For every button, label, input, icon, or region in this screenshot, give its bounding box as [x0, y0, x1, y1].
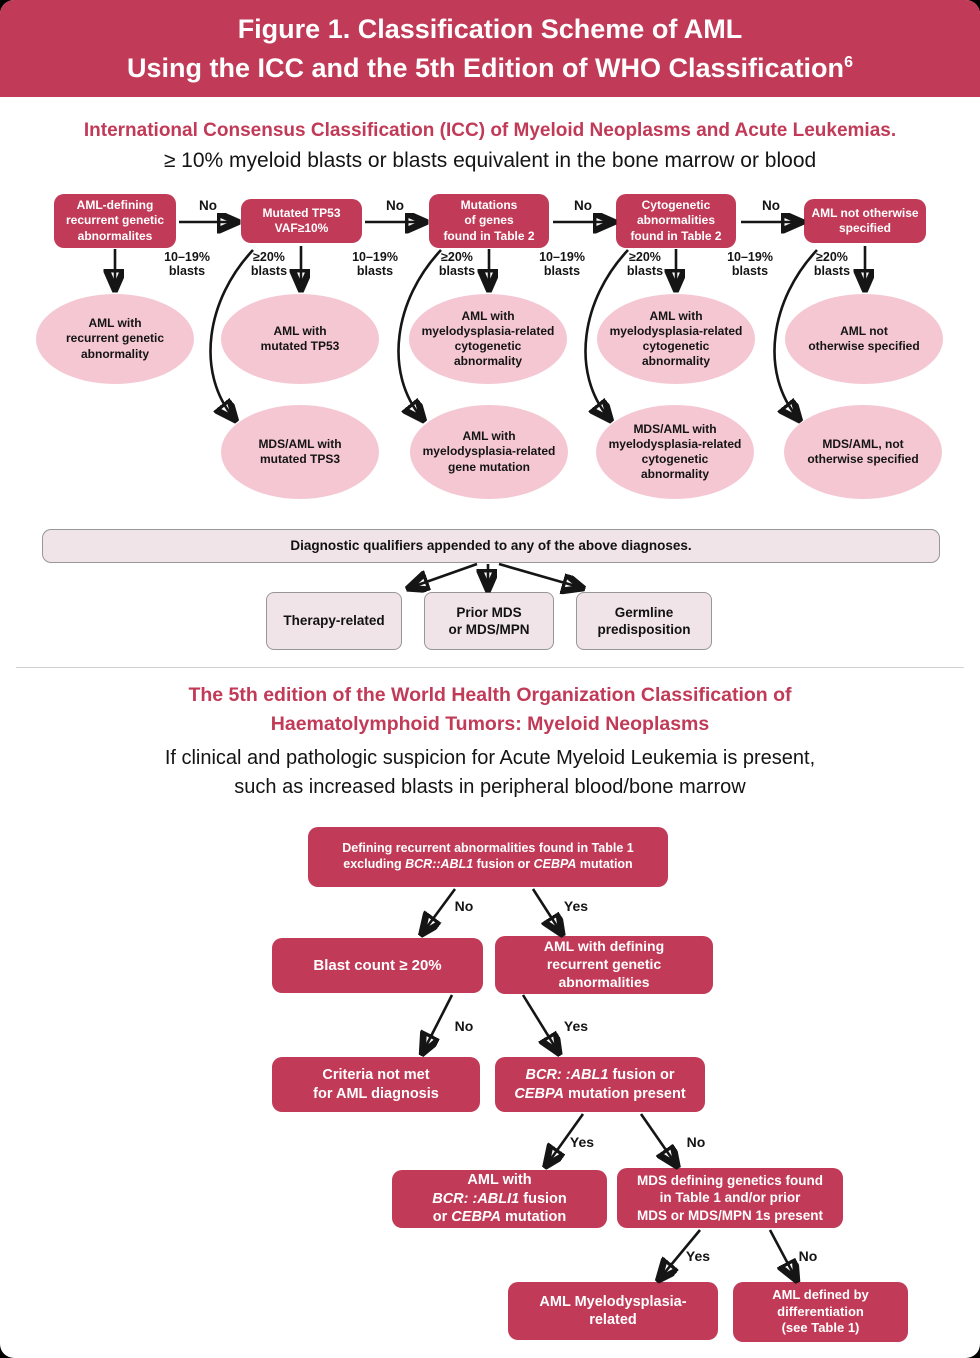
figure-title-line2: Using the ICC and the 5th Edition of WHO…: [127, 52, 853, 83]
icc-ellipse-mds-cytogenetic-1: AML with myelodysplasia-related cytogene…: [409, 294, 567, 384]
icc-section-subheading: ≥ 10% myeloid blasts or blasts equivalen…: [163, 149, 817, 172]
figure-title-line1: Figure 1. Classification Scheme of AML: [237, 14, 743, 45]
reference-superscript: 6: [844, 53, 853, 71]
who-yes-label-3: Yes: [569, 1134, 595, 1150]
who-section-heading: The 5th edition of the World Health Orga…: [188, 684, 792, 736]
gene-bcr-abl1: BCR: :ABL1: [525, 1067, 609, 1084]
who-node-criteria-not-met: Criteria not met for AML diagnosis: [272, 1057, 480, 1112]
icc-ellipse-mds-cytogenetic-2: AML with myelodysplasia-related cytogene…: [597, 294, 755, 384]
who-node-blast-count: Blast count ≥ 20%: [272, 938, 483, 993]
who-node-mds-genetics: MDS defining genetics found in Table 1 a…: [617, 1168, 843, 1228]
arrow-qualifier-right: [498, 562, 579, 587]
arrow-who-no-3: [639, 1113, 675, 1163]
icc-ellipse-mdsaml-cytogenetic: MDS/AML with myelodysplasia-related cyto…: [596, 405, 754, 499]
who-node-defining-text: Defining recurrent abnormalities found i…: [342, 841, 634, 871]
icc-blasts-low-label-2: 10–19% blasts: [352, 250, 398, 278]
icc-ellipse-mds-gene-mutation: AML with myelodysplasia-related gene mut…: [410, 405, 568, 499]
icc-no-label-3: No: [574, 198, 592, 213]
icc-box-aml-nos: AML not otherwise specified: [804, 199, 926, 243]
gene-cebpa: CEBPA: [514, 1085, 565, 1102]
icc-box-aml-defining: AML-defining recurrent genetic abnormali…: [54, 194, 176, 248]
gene-cebpa: CEBPA: [451, 1209, 501, 1226]
who-yes-label-2: Yes: [563, 1018, 589, 1034]
figure-header: Figure 1. Classification Scheme of AML U…: [0, 0, 980, 97]
icc-blasts-high-label-3: ≥20% blasts: [626, 250, 664, 278]
icc-ellipse-mutated-tp53: AML with mutated TP53: [221, 294, 379, 384]
icc-no-label-1: No: [199, 198, 217, 213]
icc-blasts-low-label-3: 10–19% blasts: [539, 250, 585, 278]
icc-box-mutated-tp53: Mutated TP53 VAF≥10%: [241, 199, 362, 243]
qualifier-germline: Germline predisposition: [576, 592, 712, 650]
icc-blasts-low-label-4: 10–19% blasts: [727, 250, 773, 278]
gene-bcr-abl1: BCR::ABL1: [405, 857, 474, 871]
who-yes-label-1: Yes: [563, 898, 589, 914]
icc-blasts-low-label-1: 10–19% blasts: [164, 250, 210, 278]
icc-ellipse-recurrent-genetic: AML with recurrent genetic abnormality: [36, 294, 194, 384]
qualifier-prior-mds: Prior MDS or MDS/MPN: [424, 592, 554, 650]
icc-ellipse-aml-nos: AML not otherwise specified: [785, 294, 943, 384]
diagnostic-qualifiers-bar: Diagnostic qualifiers appended to any of…: [42, 529, 940, 563]
icc-blasts-high-label-2: ≥20% blasts: [438, 250, 476, 278]
who-node-defining-abnormalities: Defining recurrent abnormalities found i…: [308, 827, 668, 887]
icc-section-heading: International Consensus Classification (…: [83, 120, 897, 141]
qualifier-therapy-related: Therapy-related: [266, 592, 402, 650]
icc-blasts-high-label-1: ≥20% blasts: [250, 250, 288, 278]
who-node-aml-defining: AML with defining recurrent genetic abno…: [495, 936, 713, 994]
icc-ellipse-mdsaml-nos: MDS/AML, not otherwise specified: [784, 405, 942, 499]
who-no-label-2: No: [454, 1018, 474, 1034]
icc-ellipse-mdsaml-tps3: MDS/AML with mutated TPS3: [221, 405, 379, 499]
who-no-label-1: No: [454, 898, 474, 914]
who-node-aml-mds-related: AML Myelodysplasia- related: [508, 1282, 718, 1340]
icc-box-cytogenetic: Cytogenetic abnormalities found in Table…: [616, 194, 736, 248]
who-node-aml-differentiation: AML defined by differentiation (see Tabl…: [733, 1282, 908, 1342]
section-divider: [16, 667, 964, 668]
who-section-intro: If clinical and pathologic suspicion for…: [164, 747, 816, 798]
arrow-who-yes-2: [521, 994, 557, 1050]
who-no-label-3: No: [686, 1134, 706, 1150]
icc-box-gene-mutations: Mutations of genes found in Table 2: [429, 194, 549, 248]
gene-cebpa: CEBPA: [533, 857, 577, 871]
who-no-label-4: No: [798, 1248, 818, 1264]
who-yes-label-4: Yes: [685, 1248, 711, 1264]
gene-bcr-abli1: BCR: :ABLI1: [432, 1190, 520, 1207]
icc-blasts-high-label-4: ≥20% blasts: [813, 250, 851, 278]
arrow-qualifier-left: [412, 562, 478, 587]
icc-no-label-4: No: [762, 198, 780, 213]
icc-no-label-2: No: [386, 198, 404, 213]
